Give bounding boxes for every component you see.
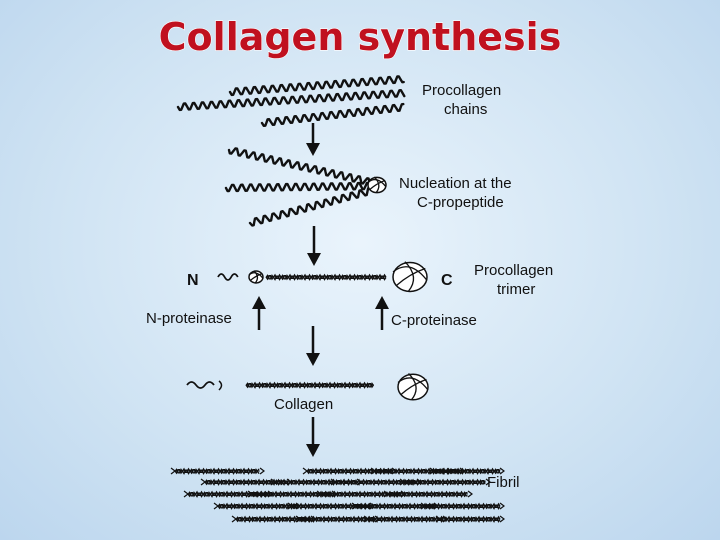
procollagen-chain — [248, 187, 370, 227]
fibril-rod — [170, 467, 265, 475]
arrow-down-4 — [306, 417, 320, 457]
fibril-rod — [213, 502, 301, 510]
fibril-rod — [399, 478, 491, 486]
page-title: Collagen synthesis — [159, 15, 562, 59]
label-procollagen-chains-line1: Procollagen — [422, 82, 501, 99]
label-collagen: Collagen — [274, 396, 333, 413]
label-procollagen-trimer-line2: trimer — [497, 281, 535, 298]
procollagen-chain — [227, 147, 371, 185]
label-procollagen-trimer-line1: Procollagen — [474, 262, 553, 279]
collagen-triple-helix — [245, 381, 375, 389]
label-nucleation-line2: C-propeptide — [417, 194, 504, 211]
label-c-proteinase: C-proteinase — [391, 312, 477, 329]
cleaved-c-propeptide — [397, 373, 429, 401]
label-procollagen-chains-line2: chains — [444, 101, 487, 118]
label-c-terminus: C — [441, 272, 453, 289]
label-n-terminus: N — [187, 272, 199, 289]
n-propeptide-knot — [248, 270, 264, 284]
fibril-rod — [351, 502, 439, 510]
fibril-rod — [295, 515, 380, 523]
cleaved-n-propeptide-end — [218, 380, 223, 391]
triple-helix — [265, 273, 387, 281]
label-n-proteinase: N-proteinase — [146, 310, 232, 327]
label-nucleation-line1: Nucleation at the — [399, 175, 512, 192]
procollagen-trimer — [217, 261, 428, 293]
n-proteinase-arrow — [252, 296, 266, 330]
arrow-down-1 — [306, 123, 320, 156]
cleaved-n-propeptide — [186, 381, 215, 389]
c-proteinase-arrow — [375, 296, 389, 330]
fibril-rod — [420, 502, 505, 510]
arrow-down-2 — [307, 226, 321, 266]
collagen-molecule — [186, 373, 429, 401]
procollagen-chain — [176, 89, 406, 112]
fibril-rod — [363, 515, 448, 523]
c-propeptide-knot — [367, 176, 387, 194]
fibril-rod — [383, 490, 473, 498]
procollagen-chain — [228, 75, 405, 97]
fibril-rod — [200, 478, 292, 486]
fibril-rod — [435, 515, 505, 523]
nucleation-chains — [224, 147, 387, 227]
procollagen-chain — [260, 102, 405, 127]
c-propeptide — [392, 261, 428, 293]
label-fibril: Fibril — [487, 474, 520, 491]
fibril-array — [170, 467, 505, 523]
fibril-rod — [429, 467, 505, 475]
procollagen-chain — [224, 181, 372, 193]
n-propeptide — [217, 273, 239, 281]
procollagen-chains — [176, 75, 406, 127]
arrow-down-3 — [306, 326, 320, 366]
